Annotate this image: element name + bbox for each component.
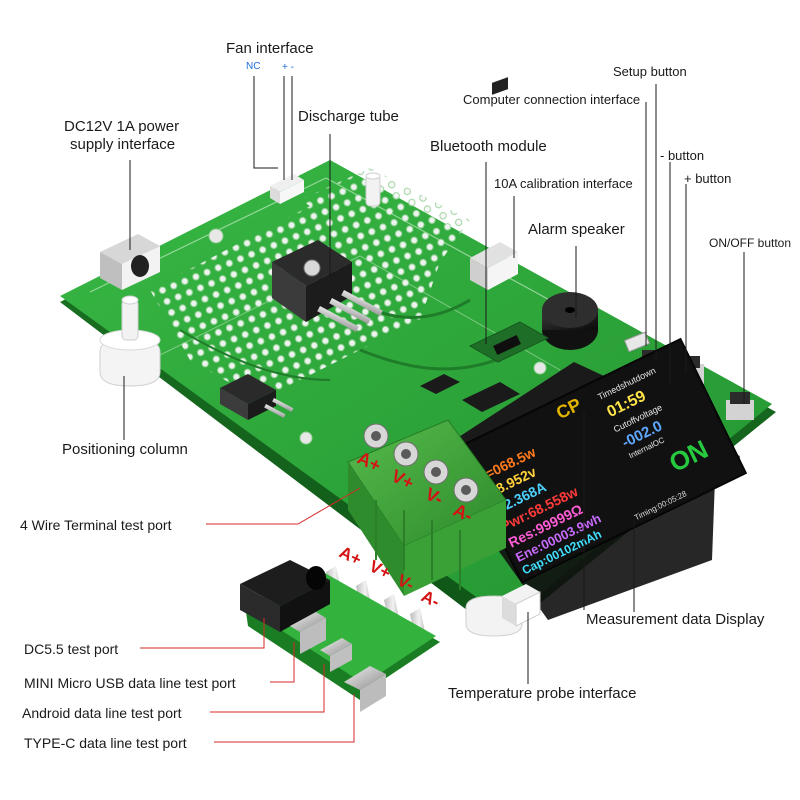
label-measurement-display: Measurement data Display [586,611,765,628]
label-fan-interface: Fan interface [226,40,314,57]
adapter-mark-a-plus: A+ [336,543,364,570]
adapter-board [240,560,440,712]
leader-lines [123,76,745,743]
label-alarm-speaker: Alarm speaker [528,221,625,238]
bluetooth-module [468,321,550,363]
positioning-columns [99,172,523,637]
label-computer-connection: Computer connection interface [463,92,641,107]
temperature-connector [502,584,541,627]
label-fan-nc: NC [246,61,261,72]
label-fan-polarity: + - [282,62,294,73]
label-setup-button: Setup button [613,64,687,79]
label-onoff-button: ON/OFF button [709,236,792,250]
calibration-connector [470,77,518,290]
label-bluetooth-module: Bluetooth module [430,138,547,155]
measurement-screen: CP S=068.5w :28.952v :02.368A Pwr:68.558… [455,337,748,584]
label-dc12v-line2: supply interface [70,136,176,153]
mosfet-component [220,374,294,420]
label-positioning-column: Positioning column [62,441,188,458]
label-temperature-probe: Temperature probe interface [448,685,637,702]
discharge-tube-component [272,240,383,332]
adapter-mark-v-minus: V- [394,571,417,595]
label-discharge-tube: Discharge tube [298,108,399,125]
fan-connector [270,174,304,204]
ic-chips [420,374,520,412]
label-typec-port: TYPE-C data line test port [24,735,187,751]
terminal-block [347,419,507,596]
label-dc55-test-port: DC5.5 test port [24,641,119,657]
label-plus-button: + button [684,171,732,186]
label-minus-button: - button [660,148,705,163]
alarm-speaker [542,292,598,350]
label-terminal-test-port: 4 Wire Terminal test port [20,517,172,533]
label-dc12v-line1: DC12V 1A power [64,118,180,135]
label-calibration-10a: 10A calibration interface [494,176,633,191]
label-mini-micro-usb: MINI Micro USB data line test port [24,675,236,691]
label-android-port: Android data line test port [22,705,182,721]
adapter-mark-a-minus: A- [418,587,442,612]
